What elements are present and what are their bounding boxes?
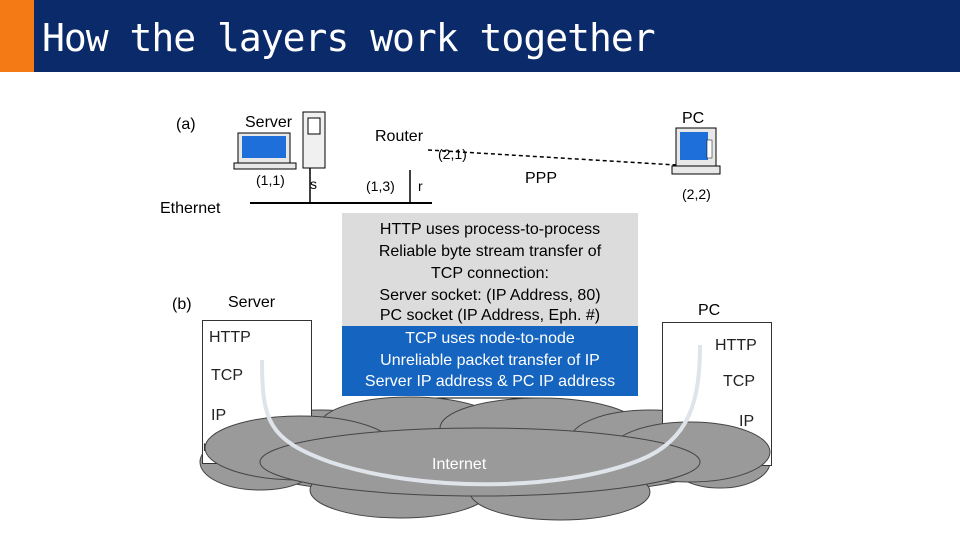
pc-protocol-stack: HTTP TCP IP Network interface [662,322,772,466]
server-layer-tcp: TCP [211,367,243,384]
pc-layer-interface: Network interface [663,447,749,459]
addr-server: (1,1) [256,172,285,188]
title-bar: How the layers work together [0,0,960,72]
callout-tcp-line-2: Unreliable packet transfer of IP [380,352,600,369]
panel-b-tag: (b) [172,296,192,313]
internet-label: Internet [432,456,487,473]
pc-stack-label: PC [698,302,721,319]
callout-http-line-3: TCP connection: [431,265,549,282]
pc-computer-icon [671,127,721,175]
pc-label: PC [682,110,705,127]
addr-s: s [310,176,317,192]
callout-http-line-5: PC socket (IP Address, Eph. #) [379,307,601,324]
addr-router-eth: (1,3) [366,178,395,194]
callout-http: HTTP uses process-to-process Reliable by… [342,213,638,326]
server-label: Server [245,114,293,131]
server-computer-icon [233,111,326,170]
pc-layer-tcp: TCP [723,373,755,390]
title-accent [0,0,34,72]
callout-http-line-2: Reliable byte stream transfer of [378,243,602,260]
addr-router-ppp: (2,1) [438,146,467,162]
router-label: Router [375,128,424,145]
callout-tcp: TCP uses node-to-node Unreliable packet … [342,326,638,396]
callout-http-line-1: HTTP uses process-to-process [379,221,601,238]
pc-layer-ip: IP [739,413,755,430]
ppp-label: PPP [525,170,558,187]
server-layer-ip: IP [211,407,227,424]
callout-http-line-4: Server socket: (IP Address, 80) [379,287,601,304]
ethernet-label: Ethernet [160,200,221,217]
server-layer-interface: Network interface [203,442,289,454]
server-layer-http: HTTP [209,329,251,346]
server-protocol-stack: HTTP TCP IP Network interface [202,320,312,464]
addr-r: r [418,178,423,194]
pc-layer-http: HTTP [715,337,757,354]
callout-tcp-line-1: TCP uses node-to-node [405,330,575,347]
page-title: How the layers work together [42,16,656,60]
server-stack-label: Server [228,294,276,311]
panel-a-tag: (a) [176,116,196,133]
addr-pc: (2,2) [682,186,711,202]
callout-tcp-line-3: Server IP address & PC IP address [364,373,616,390]
